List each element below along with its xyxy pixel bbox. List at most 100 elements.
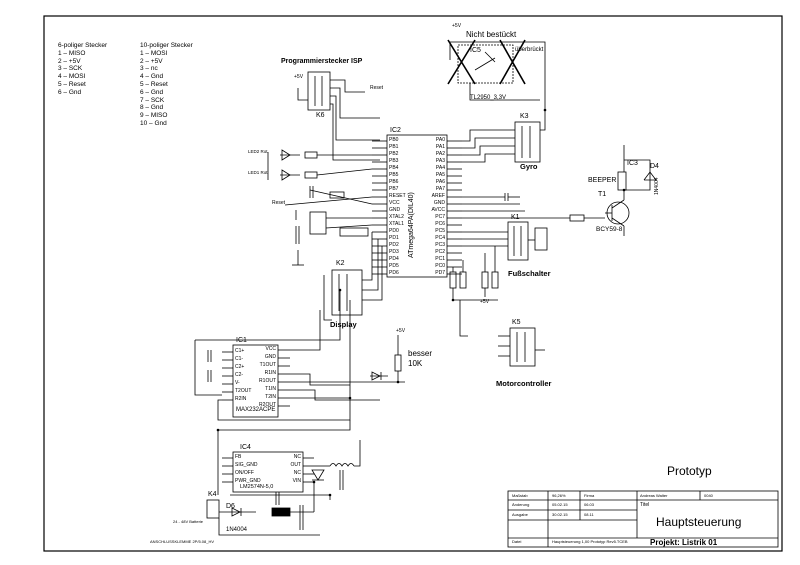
k5-body — [509, 327, 536, 367]
max232-pin-label: C2+ — [235, 364, 245, 370]
mcu-pin-label: PC0 — [435, 263, 445, 269]
legend-6pin-item: 3 – SCK — [58, 65, 83, 73]
tb-project: Projekt: Listrik 01 — [650, 538, 718, 547]
lm2574-pin-label: OUT — [290, 462, 301, 468]
mcu-pin-label: PD3 — [389, 249, 399, 255]
mcu-pin-label: PA2 — [435, 151, 445, 157]
max232-label: MAX232ACPE — [236, 407, 276, 413]
motorcontroller-label: Motorcontroller — [496, 379, 552, 388]
legend-6pin-item: 4 – MOSI — [58, 73, 86, 81]
k6-body — [307, 71, 331, 111]
legend-6pin-item: 1 – MISO — [58, 49, 86, 57]
k1-body — [507, 221, 529, 261]
tb-aenderung-time: 06.03 — [584, 502, 595, 507]
legend-6pin-item: 6 – Gnd — [58, 88, 82, 96]
tb-aenderung-date: 05.02.15 — [552, 502, 568, 507]
legend-10pin-item: 8 – Gnd — [140, 104, 164, 112]
beeper-label: BEEPER — [588, 177, 617, 184]
k6-label: K6 — [316, 112, 325, 119]
mcu-pin-label: PC2 — [435, 249, 445, 255]
fussschalter-label: Fußschalter — [508, 269, 551, 278]
ic4-body — [232, 451, 304, 493]
besser-label: besser — [408, 349, 433, 358]
mcu-pin-label: PA3 — [435, 158, 445, 164]
mcu-pin-label: PC4 — [435, 235, 445, 241]
regulator-label: TL2950_3,3V — [470, 95, 507, 101]
prototyp-label: Prototyp — [667, 464, 712, 478]
mcu-pin-label: PC3 — [435, 242, 445, 248]
mcu-pin-label: PD0 — [389, 228, 399, 234]
legend-10pin-item: 4 – Gnd — [140, 73, 164, 81]
isp-label: Programmierstecker ISP — [281, 58, 363, 65]
legend-10pin-item: 7 – SCK — [140, 96, 165, 104]
ic3-label: IC3 — [627, 160, 638, 167]
title-block-frame — [507, 490, 779, 548]
legend-10pin-item: 1 – MOSI — [140, 49, 168, 57]
mcu-label: ATmega64PA(DIL40) — [408, 192, 415, 258]
mcu-pin-label: PB1 — [389, 144, 399, 150]
k4-label: K4 — [208, 491, 217, 498]
max232-pin-label: R2IN — [235, 396, 247, 402]
mcu-pin-label: PB5 — [389, 172, 399, 178]
mcu-pin-label: VCC — [389, 200, 400, 206]
bottom-note-label: ANSCHLUSSKLEMME 2P/5.08_HV — [150, 539, 215, 544]
ic4-label: IC4 — [240, 444, 251, 451]
mcu-pin-label: PD5 — [389, 263, 399, 269]
t1-label: T1 — [598, 191, 607, 198]
display-label: Display — [330, 320, 357, 329]
led-rot-label: LED2 Rot — [248, 149, 268, 154]
ic2-label: IC2 — [390, 127, 401, 134]
legend-10pin-title: 10-poliger Stecker — [140, 42, 193, 49]
mcu-pin-label: PA6 — [435, 179, 445, 185]
d4-label: D4 — [650, 163, 659, 170]
ic1-label: IC1 — [236, 337, 247, 344]
legend-10pin: 10-poliger Stecker 1 – MOSI 2 – +5V 3 – … — [140, 42, 193, 128]
mcu-pin-label: XTAL1 — [389, 221, 404, 227]
mcu-pin-label: PB0 — [389, 137, 399, 143]
tb-massstab-key: Maßstab — [512, 493, 528, 498]
max232-pin-label: R1IN — [264, 370, 276, 376]
tb-datei-key: Datei — [512, 539, 522, 544]
mcu-pin-label: PC5 — [435, 228, 445, 234]
max232-pin-label: V- — [235, 380, 240, 386]
max232-pin-label: GND — [264, 354, 276, 360]
gyro-label: Gyro — [520, 162, 538, 171]
mcu-pin-label: PA7 — [435, 186, 445, 192]
r10k-label: 10K — [408, 359, 423, 368]
tb-title: Hauptsteuerung — [656, 515, 742, 529]
crystal-body — [309, 211, 327, 235]
legend-6pin-title: 6-poliger Stecker — [58, 42, 108, 49]
d4-part-label: 1N4004 — [654, 177, 660, 195]
k2-label: K2 — [336, 260, 345, 267]
reset-net-label: Reset — [370, 85, 384, 91]
mcu-pin-label: PA5 — [435, 172, 445, 178]
ueberbrueckt-label: überbrückt — [515, 47, 544, 53]
mcu-pin-label: PB4 — [389, 165, 399, 171]
d6-part-label: 1N4004 — [226, 527, 248, 533]
mcu-pin-label: PA0 — [435, 137, 445, 143]
mcu-pin-label: PD4 — [389, 256, 399, 262]
led-gruen-label: LED1 Rot — [248, 170, 268, 175]
mcu-pin-label: PB6 — [389, 179, 399, 185]
k1-label: K1 — [511, 214, 520, 221]
mcu-pin-label: AREF — [431, 193, 445, 199]
mcu-pin-label: AVCC — [431, 207, 445, 213]
legend-10pin-item: 6 – Gnd — [140, 88, 164, 96]
lm2574-label: LM2574N-5,0 — [240, 484, 274, 490]
k5-label: K5 — [512, 319, 521, 326]
supply-label-isp: +5V — [294, 74, 304, 80]
mcu-pin-label: PC7 — [435, 214, 445, 220]
mcu-pin-label: PC1 — [435, 256, 445, 262]
tb-firma-key: Firma — [584, 493, 595, 498]
legend-10pin-item: 2 – +5V — [140, 57, 163, 65]
max232-pin-label: VCC — [265, 346, 276, 352]
mcu-pin-label: XTAL2 — [389, 214, 404, 220]
supply-label-reg: +5V — [452, 23, 462, 29]
mcu-pin-label: GND — [433, 200, 445, 206]
tb-aenderung-key: Änderung — [512, 502, 530, 507]
lm2574-pin-label: FB — [235, 454, 242, 460]
mcu-pin-label: GND — [389, 207, 401, 213]
tb-datei-val: Hauptsteuerung 1,00 Prototyp Rev5.TCEB — [552, 539, 628, 544]
mcu-pin-label: PC6 — [435, 221, 445, 227]
tb-titel-key: Titel — [640, 502, 650, 508]
